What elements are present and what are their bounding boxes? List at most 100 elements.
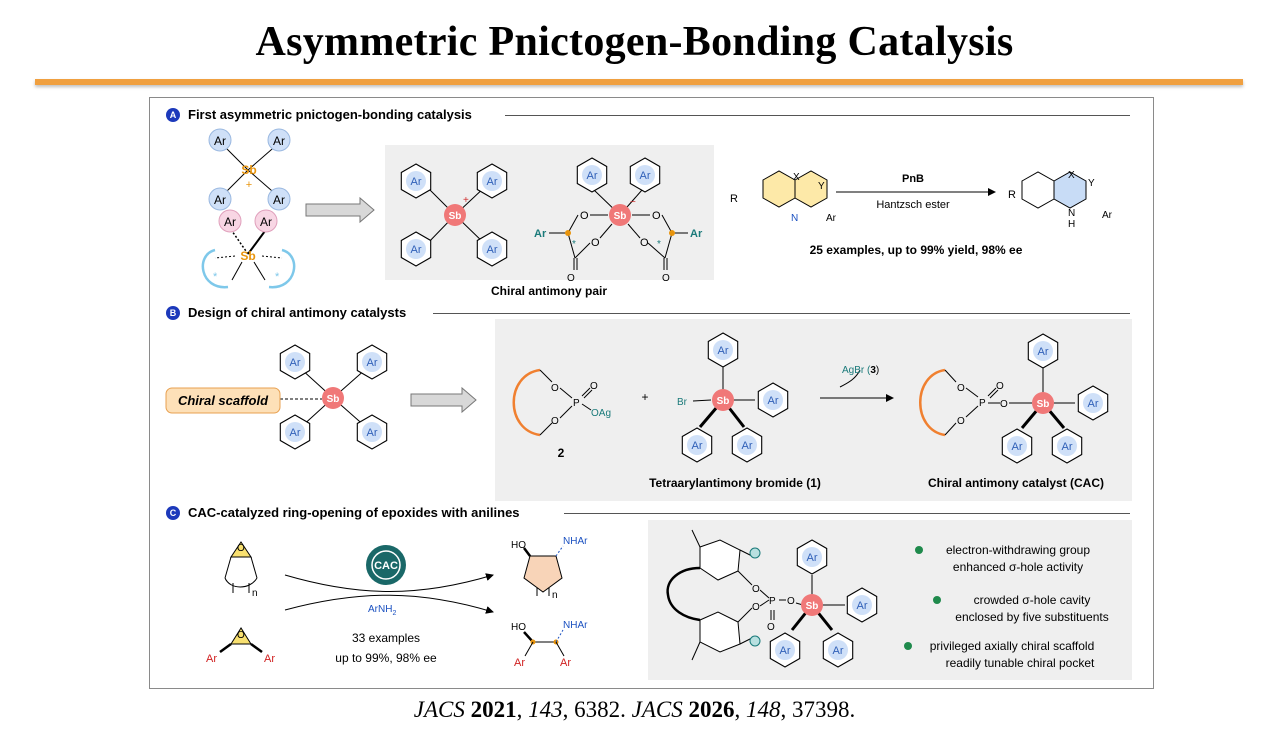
feature-line: enhanced σ-hole activity [953, 560, 1083, 574]
svg-text:O: O [652, 210, 661, 222]
section-b-header: B Design of chiral antimony catalysts [166, 305, 406, 320]
svg-text:CAC: CAC [374, 560, 398, 572]
svg-text:Ar: Ar [260, 215, 272, 229]
svg-text:O: O [662, 273, 670, 284]
feature-line: electron-withdrawing group [946, 543, 1090, 557]
svg-text:Sb: Sb [449, 211, 462, 222]
svg-text:Sb: Sb [327, 394, 340, 405]
reaction-block-arrow [305, 196, 375, 224]
svg-text:O: O [551, 416, 559, 427]
sb-anion-label: Sb [240, 249, 255, 263]
svg-text:Ar: Ar [214, 193, 226, 207]
section-c-rule [564, 513, 1130, 514]
svg-text:HO: HO [511, 622, 526, 633]
svg-text:O: O [590, 381, 598, 392]
svg-text:X: X [793, 172, 800, 183]
svg-text:Ar: Ar [1062, 441, 1073, 453]
feature-bullet-dot [904, 642, 912, 650]
svg-text:Ar: Ar [367, 427, 378, 439]
section-a-badge: A [166, 107, 180, 122]
svg-text:Ar: Ar [833, 645, 844, 657]
cyclic-epoxide: O n [224, 541, 258, 599]
svg-text:Y: Y [1088, 178, 1095, 189]
svg-text:R: R [730, 193, 738, 205]
aryl-circle: Ar [208, 187, 232, 211]
svg-text:Ar: Ar [264, 653, 275, 665]
arnh2-reagent: ArNH2 [368, 604, 396, 617]
svg-text:OAg: OAg [591, 408, 611, 419]
yield-summary-a: 25 examples, up to 99% yield, 98% ee [810, 243, 1023, 257]
svg-text:Ar: Ar [534, 228, 547, 240]
svg-text:Ar: Ar [857, 600, 868, 612]
svg-text:Ar: Ar [640, 170, 651, 182]
svg-text:Sb: Sb [614, 211, 627, 222]
svg-text:O: O [580, 210, 589, 222]
svg-text:Ar: Ar [1088, 398, 1099, 410]
svg-text:n: n [552, 590, 558, 601]
cation-charge: + [246, 179, 252, 191]
quinoline-substrate: X Y N R Ar [730, 170, 837, 224]
svg-text:Br: Br [677, 397, 688, 408]
aryl-circle-pink: Ar [218, 209, 242, 233]
sb-cation-label: Sb [241, 163, 256, 177]
cac-product: O O P O O Ar Ar Ar Ar Sb [919, 333, 1109, 464]
svg-text:O: O [957, 416, 965, 427]
svg-text:O: O [551, 383, 559, 394]
svg-text:O: O [996, 381, 1004, 392]
hantzsch-label: Hantzsch ester [876, 199, 950, 211]
spiro-cac-structure: O O P O O Ar Ar Ar Ar Sb [666, 529, 878, 668]
svg-text:Sb: Sb [806, 601, 819, 612]
feature-bullets: electron-withdrawing group enhanced σ-ho… [904, 543, 1109, 670]
reaction-arrow-bottom [284, 594, 494, 614]
svg-text:H: H [1068, 219, 1075, 230]
svg-text:Ar: Ar [587, 170, 598, 182]
svg-text:P: P [769, 596, 776, 607]
svg-text:Ar: Ar [560, 657, 571, 669]
svg-text:O: O [767, 622, 775, 633]
section-c-header: C CAC-catalyzed ring-opening of epoxides… [166, 505, 520, 520]
section-a-header: A First asymmetric pnictogen-bonding cat… [166, 107, 472, 122]
svg-text:*: * [657, 239, 661, 250]
tetrahydroquinoline-product: X Y N H R Ar [1008, 170, 1113, 230]
svg-text:O: O [752, 584, 760, 595]
svg-text:Ar: Ar [411, 176, 422, 188]
svg-text:Ar: Ar [411, 244, 422, 256]
section-b-rule [433, 313, 1130, 314]
antimony-pair-cation: Ar Ar Ar Ar Sb + [400, 163, 508, 267]
svg-text:X: X [1068, 170, 1075, 181]
svg-text:Ar: Ar [273, 134, 285, 148]
svg-text:n: n [252, 588, 258, 599]
antimony-pair-anion: Ar Ar O O O O O O Ar Ar * * Sb − [534, 157, 703, 284]
examples-c-line1: 33 examples [352, 631, 420, 645]
svg-text:Ar: Ar [487, 176, 498, 188]
svg-text:O: O [237, 543, 245, 554]
svg-text:Ar: Ar [690, 228, 703, 240]
compound-2-label: 2 [558, 446, 565, 460]
svg-text:Ar: Ar [514, 657, 525, 669]
feature-line: privileged axially chiral scaffold [930, 639, 1095, 653]
page-title: Asymmetric Pnictogen-Bonding Catalysis [255, 19, 1014, 65]
aryl-circle: Ar [267, 128, 291, 152]
feature-line: crowded σ-hole cavity [974, 593, 1091, 607]
catalyst-design-box [495, 319, 1132, 501]
svg-text:Ar: Ar [273, 193, 285, 207]
svg-text:Ar: Ar [206, 653, 217, 665]
agbr-label: AgBr (3) [842, 365, 879, 376]
svg-text:*: * [275, 271, 280, 283]
chiral-scaffold-label: Chiral scaffold [178, 393, 269, 408]
svg-text:Ar: Ar [224, 215, 236, 229]
svg-text:NHAr: NHAr [563, 536, 588, 547]
svg-text:Ar: Ar [290, 427, 301, 439]
tetraarylantimony-bromide: Br Ar Ar Ar Ar Sb [677, 332, 789, 463]
svg-text:Ar: Ar [367, 357, 378, 369]
svg-text:O: O [787, 596, 795, 607]
svg-text:Ar: Ar [826, 213, 837, 224]
svg-text:Ar: Ar [1012, 441, 1023, 453]
svg-text:N: N [791, 213, 798, 224]
antimony-pair-label: Chiral antimony pair [491, 284, 607, 298]
feature-line: enclosed by five substituents [955, 610, 1108, 624]
svg-text:NHAr: NHAr [563, 620, 588, 631]
svg-text:N: N [1068, 208, 1075, 219]
svg-text:Ar: Ar [718, 345, 729, 357]
